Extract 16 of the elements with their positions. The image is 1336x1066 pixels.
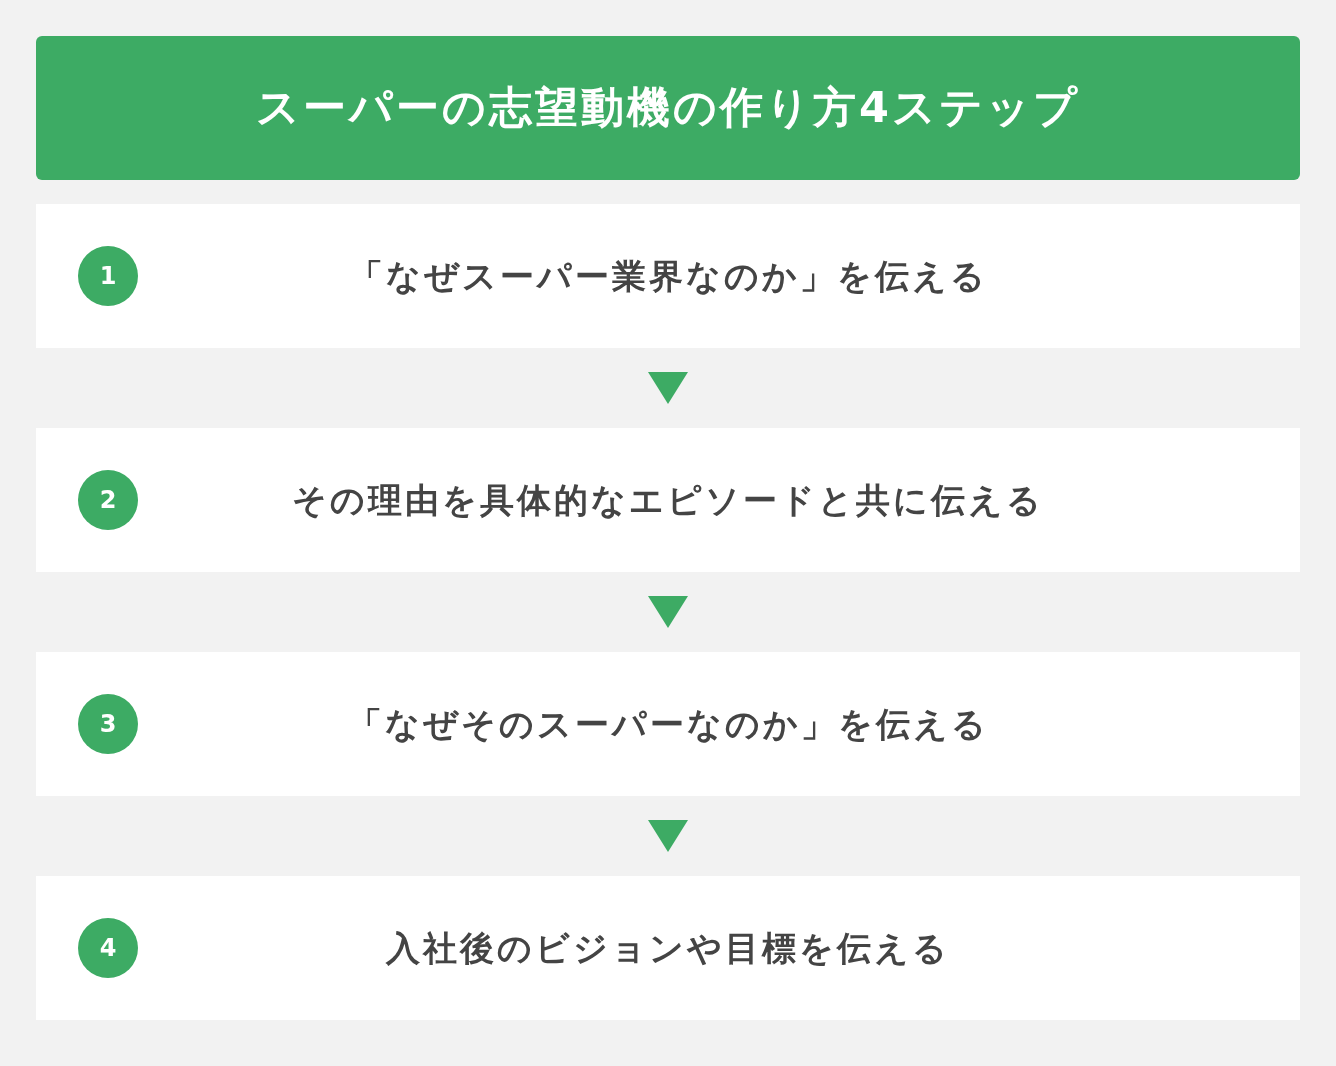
step-number: 3: [78, 694, 138, 754]
arrow: [648, 820, 688, 852]
step-number: 1: [78, 246, 138, 306]
step-number: 4: [78, 918, 138, 978]
step-box: [36, 876, 1300, 1020]
step-label: 「なぜスーパー業界なのか」を伝える: [348, 255, 988, 297]
step-label: その理由を具体的なエピソードと共に伝える: [292, 479, 1044, 521]
step-number: 2: [78, 470, 138, 530]
step-box: [36, 204, 1300, 348]
step-label: 入社後のビジョンや目標を伝える: [386, 927, 950, 969]
step-label: 「なぜそのスーパーなのか」を伝える: [347, 703, 989, 745]
step-box: [36, 652, 1300, 796]
arrow: [648, 372, 688, 404]
step-box: [36, 428, 1300, 572]
arrow: [648, 596, 688, 628]
title: スーパーの志望動機の作り方4ステップ: [36, 36, 1300, 180]
